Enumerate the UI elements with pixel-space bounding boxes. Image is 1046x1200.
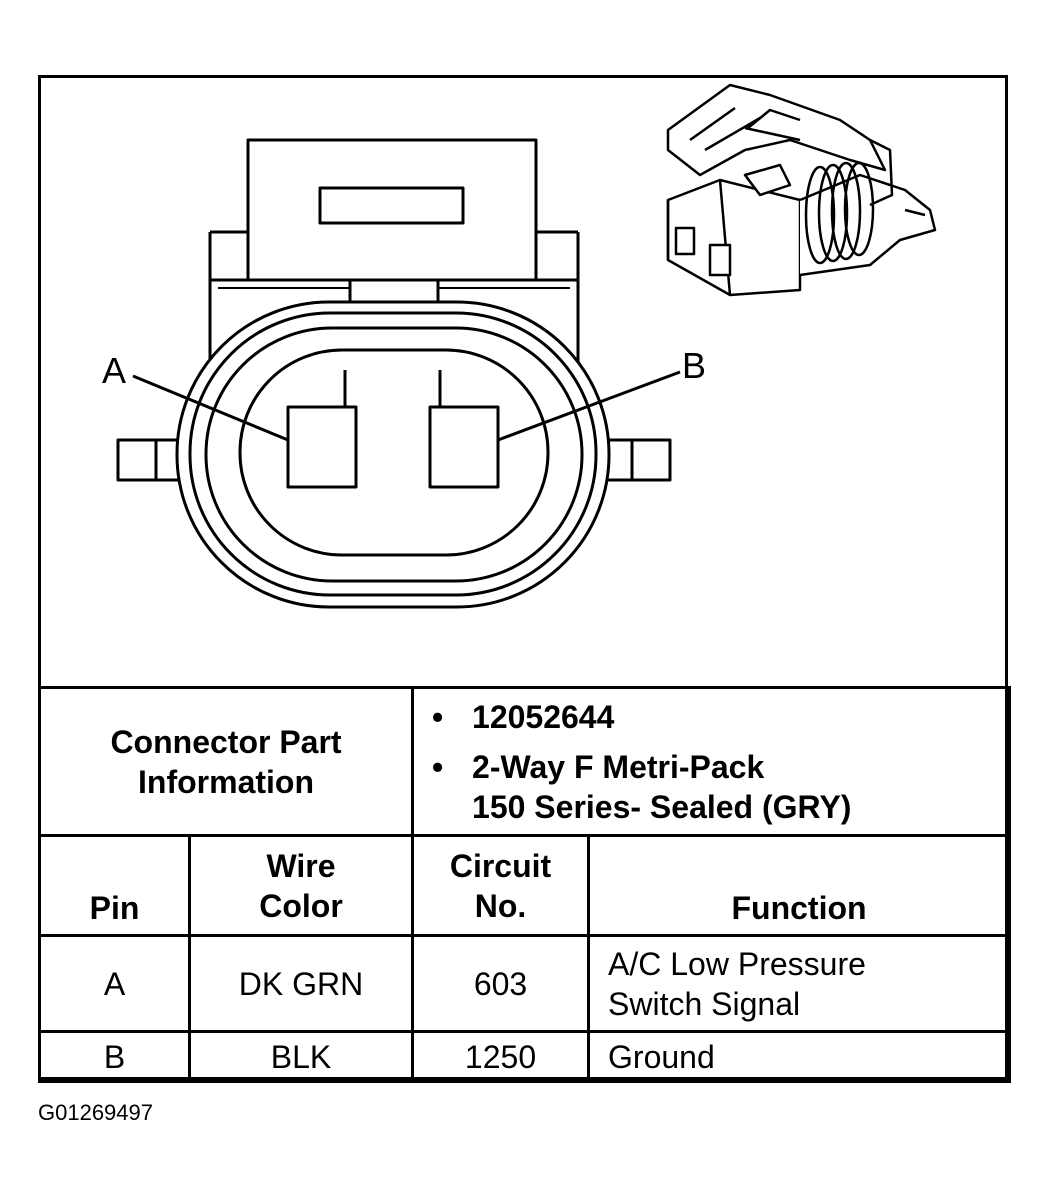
- figure-id: G01269497: [38, 1100, 153, 1125]
- header-function: Function: [587, 834, 1012, 937]
- connector-seal-rings: [175, 300, 611, 609]
- function-cell: A/C Low Pressure Switch Signal: [587, 934, 1012, 1033]
- header-wire-color: Wire Color: [187, 834, 415, 937]
- part-description-item: • 2-Way F Metri-Pack 150 Series- Sealed …: [432, 748, 852, 825]
- leader-line-b: [497, 370, 681, 442]
- header-row: Pin Wire Color Circuit No. Function: [38, 834, 1012, 937]
- connector-side-tab-left: [116, 438, 182, 482]
- leader-line-a: [132, 374, 289, 442]
- terminal-a: [286, 370, 358, 489]
- header-circuit-no: Circuit No.: [411, 834, 591, 937]
- table-row: B BLK 1250 Ground: [38, 1030, 1012, 1083]
- connector-latch: [246, 138, 538, 282]
- connector-3d-illustration: [666, 83, 937, 297]
- pin-cell: A: [38, 934, 191, 1033]
- circuit-cell: 1250: [411, 1030, 591, 1083]
- connector-side-tab-right: [606, 438, 672, 482]
- terminal-b: [428, 370, 500, 489]
- connector-part-row: Connector Part Information • 12052644 • …: [37, 686, 1012, 837]
- pin-cell: B: [38, 1030, 191, 1083]
- connector-face-diagram: A B: [102, 83, 937, 609]
- header-pin: Pin: [38, 834, 191, 937]
- part-number-item: • 12052644: [432, 698, 615, 735]
- table-row: A DK GRN 603 A/C Low Pressure Switch Sig…: [38, 934, 1012, 1033]
- wire-color-cell: DK GRN: [187, 934, 415, 1033]
- bullet-icon: •: [432, 698, 444, 735]
- circuit-cell: 603: [411, 934, 591, 1033]
- connector-info-table: Connector Part Information • 12052644 • …: [37, 686, 1012, 1083]
- pin-label-b: B: [682, 345, 706, 386]
- connector-part-details: • 12052644 • 2-Way F Metri-Pack 150 Seri…: [411, 686, 1012, 837]
- bullet-icon: •: [432, 748, 444, 785]
- pin-label-a: A: [102, 350, 126, 391]
- connector-part-label: Connector Part Information: [37, 686, 415, 837]
- function-cell: Ground: [587, 1030, 1012, 1083]
- wire-color-cell: BLK: [187, 1030, 415, 1083]
